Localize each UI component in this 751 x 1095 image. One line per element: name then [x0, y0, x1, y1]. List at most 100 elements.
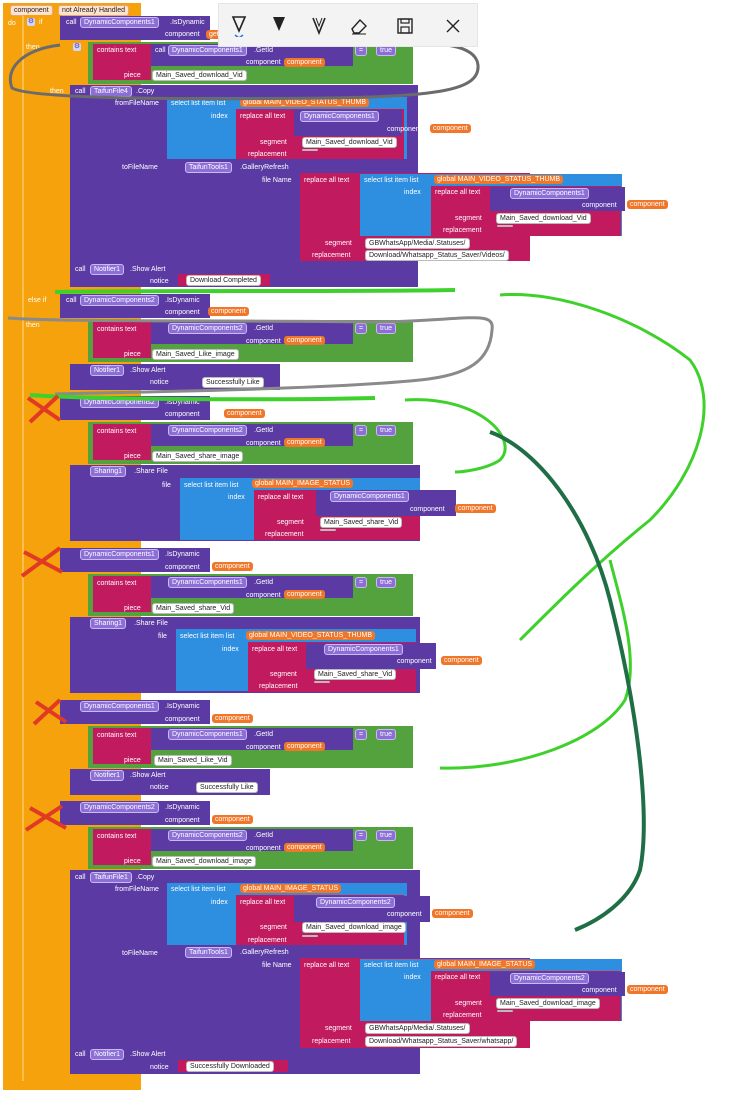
- close-icon[interactable]: [441, 14, 465, 38]
- compare-operator[interactable]: =: [355, 323, 368, 334]
- string-literal[interactable]: Main_Saved_download_Vid: [496, 213, 591, 224]
- compare-operator[interactable]: =: [355, 425, 368, 436]
- contains-text-block[interactable]: [93, 728, 151, 764]
- string-literal[interactable]: Successfully Downloaded: [186, 1061, 274, 1072]
- compare-operator[interactable]: =: [355, 577, 368, 588]
- get-global-block[interactable]: global MAIN_IMAGE_STATUS: [434, 960, 536, 969]
- boolean-value[interactable]: true: [376, 729, 397, 740]
- mutator-gear-icon[interactable]: ⚙: [27, 18, 35, 26]
- get-component-block[interactable]: component: [432, 909, 473, 918]
- get-component-block[interactable]: component: [212, 714, 253, 723]
- component-dropdown[interactable]: DynamicComponents2: [168, 830, 247, 841]
- string-literal[interactable]: Main_Saved_Like_Vid: [154, 755, 232, 766]
- string-literal[interactable]: Main_Saved_download_Vid: [302, 137, 397, 148]
- component-dropdown[interactable]: Notifier1: [90, 365, 125, 376]
- eraser-icon[interactable]: [347, 14, 371, 38]
- string-literal[interactable]: Download Completed: [186, 275, 261, 286]
- component-dropdown[interactable]: DynamicComponents1: [168, 577, 247, 588]
- get-component-block[interactable]: component: [284, 590, 325, 599]
- get-component-block[interactable]: component: [284, 438, 325, 447]
- string-literal[interactable]: Main_Saved_share_Vid: [314, 669, 397, 680]
- component-dropdown[interactable]: DynamicComponents2: [316, 897, 395, 908]
- get-component-block[interactable]: component: [441, 656, 482, 665]
- get-component-block[interactable]: component: [284, 58, 325, 67]
- string-literal[interactable]: Main_Saved_download_image: [302, 922, 406, 933]
- empty-string[interactable]: [320, 529, 336, 531]
- get-component-block[interactable]: component: [430, 124, 471, 133]
- if-block-column[interactable]: [24, 15, 62, 1082]
- component-dropdown[interactable]: DynamicComponents2: [510, 973, 589, 984]
- component-dropdown[interactable]: TaifunTools1: [185, 947, 232, 958]
- component-dropdown[interactable]: DynamicComponents1: [510, 188, 589, 199]
- component-dropdown[interactable]: DynamicComponents2: [80, 397, 159, 408]
- component-dropdown[interactable]: Sharing1: [90, 466, 127, 477]
- empty-string[interactable]: [302, 149, 318, 151]
- component-dropdown[interactable]: DynamicComponents1: [80, 701, 159, 712]
- get-global-block[interactable]: global MAIN_VIDEO_STATUS_THUMB: [434, 175, 564, 184]
- mutator-gear-icon[interactable]: ⚙: [73, 43, 81, 51]
- get-component-block[interactable]: component: [627, 200, 668, 209]
- component-dropdown[interactable]: TaifunFile4: [90, 86, 132, 97]
- get-component-block[interactable]: get: [206, 30, 222, 39]
- highlighter-icon[interactable]: [267, 14, 291, 38]
- component-dropdown[interactable]: DynamicComponents1: [80, 549, 159, 560]
- string-literal[interactable]: Main_Saved_share_image: [152, 451, 244, 462]
- boolean-value[interactable]: true: [376, 425, 397, 436]
- empty-string[interactable]: [497, 225, 513, 227]
- component-dropdown[interactable]: DynamicComponents1: [324, 644, 403, 655]
- get-component-block[interactable]: component: [455, 504, 496, 513]
- get-component-block[interactable]: component: [284, 336, 325, 345]
- ballpoint-pen-icon[interactable]: [227, 14, 251, 38]
- component-dropdown[interactable]: DynamicComponents1: [330, 491, 409, 502]
- contains-text-block[interactable]: [93, 829, 151, 865]
- boolean-value[interactable]: true: [376, 577, 397, 588]
- component-dropdown[interactable]: DynamicComponents2: [80, 802, 159, 813]
- compare-operator[interactable]: =: [355, 729, 368, 740]
- string-literal[interactable]: Main_Saved_share_Vid: [152, 603, 235, 614]
- string-literal[interactable]: Main_Saved_download_image: [152, 856, 256, 867]
- get-global-block[interactable]: global MAIN_IMAGE_STATUS: [252, 479, 354, 488]
- component-dropdown[interactable]: Sharing1: [90, 618, 127, 629]
- string-literal[interactable]: Download/Whatsapp_Status_Saver/Videos/: [365, 250, 509, 261]
- component-dropdown[interactable]: DynamicComponents1: [80, 17, 159, 28]
- string-literal[interactable]: GBWhatsApp/Media/.Statuses/: [365, 1023, 470, 1034]
- get-component-block[interactable]: component: [627, 985, 668, 994]
- component-dropdown[interactable]: TaifunTools1: [185, 162, 232, 173]
- component-dropdown[interactable]: DynamicComponents2: [80, 295, 159, 306]
- contains-text-block[interactable]: [93, 424, 151, 460]
- empty-string[interactable]: [302, 935, 318, 937]
- string-literal[interactable]: Successfully Like: [202, 377, 264, 388]
- get-component-block[interactable]: component: [224, 409, 265, 418]
- save-icon[interactable]: [393, 14, 417, 38]
- component-dropdown[interactable]: DynamicComponents1: [300, 111, 379, 122]
- empty-string[interactable]: [314, 681, 330, 683]
- boolean-value[interactable]: true: [376, 323, 397, 334]
- component-dropdown[interactable]: Notifier1: [90, 264, 125, 275]
- component-dropdown[interactable]: Notifier1: [90, 1049, 125, 1060]
- get-global-block[interactable]: global MAIN_IMAGE_STATUS: [240, 884, 342, 893]
- component-dropdown[interactable]: Notifier1: [90, 770, 125, 781]
- string-literal[interactable]: Successfully Like: [196, 782, 258, 793]
- component-dropdown[interactable]: DynamicComponents2: [168, 323, 247, 334]
- get-component-block[interactable]: component: [284, 742, 325, 751]
- event-name-pill[interactable]: not Already Handled: [58, 5, 130, 16]
- boolean-value[interactable]: true: [376, 830, 397, 841]
- get-component-block[interactable]: component: [212, 562, 253, 571]
- get-component-block[interactable]: component: [208, 307, 249, 316]
- string-literal[interactable]: Main_Saved_Like_image: [152, 349, 239, 360]
- string-literal[interactable]: Download/Whatsapp_Status_Saver/whatsapp/: [365, 1036, 518, 1047]
- get-component-block[interactable]: component: [212, 815, 253, 824]
- empty-string[interactable]: [497, 1010, 513, 1012]
- component-dropdown[interactable]: DynamicComponents1: [168, 729, 247, 740]
- string-literal[interactable]: Main_Saved_download_Vid: [152, 70, 247, 81]
- string-literal[interactable]: GBWhatsApp/Media/.Statuses/: [365, 238, 470, 249]
- pencil-icon[interactable]: [307, 14, 331, 38]
- string-literal[interactable]: Main_Saved_download_image: [496, 998, 600, 1009]
- get-global-block[interactable]: global MAIN_VIDEO_STATUS_THUMB: [246, 631, 376, 640]
- get-component-block[interactable]: component: [284, 843, 325, 852]
- string-literal[interactable]: Main_Saved_share_Vid: [320, 517, 403, 528]
- compare-operator[interactable]: =: [355, 830, 368, 841]
- get-global-block[interactable]: global MAIN_VIDEO_STATUS_THUMB: [240, 98, 370, 107]
- nested-if-block[interactable]: [48, 319, 88, 363]
- contains-text-block[interactable]: [93, 576, 151, 612]
